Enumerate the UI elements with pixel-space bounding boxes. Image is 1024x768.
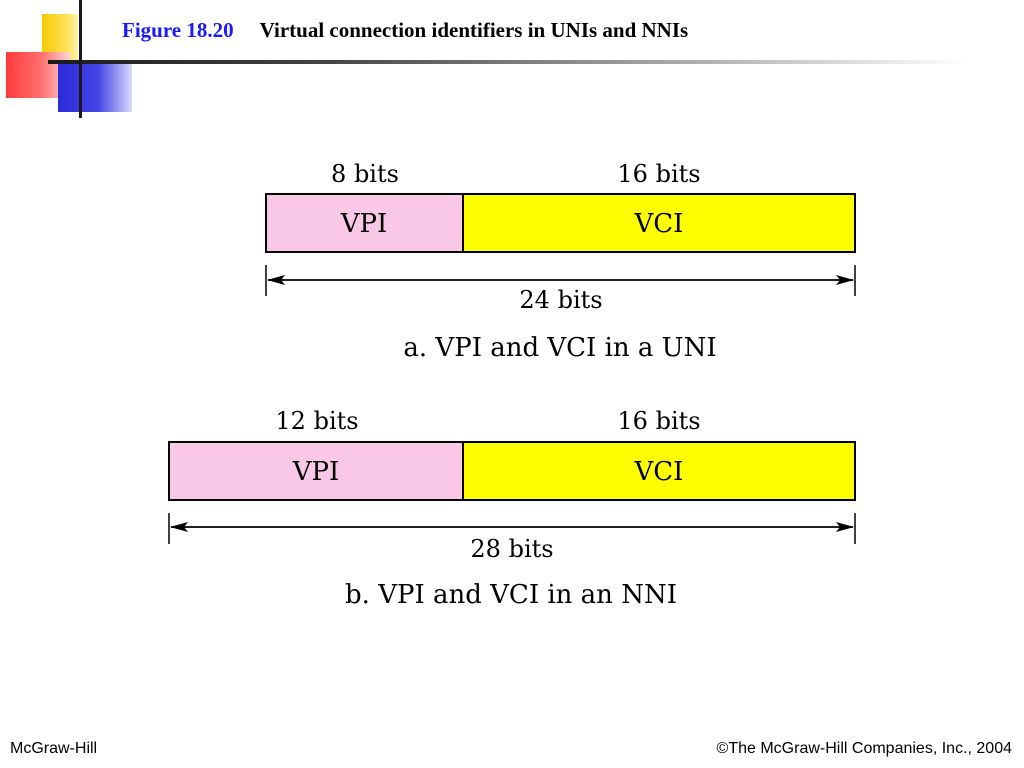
uni-caption: a. VPI and VCI in a UNI bbox=[403, 333, 716, 363]
logo-vertical-rule bbox=[79, 0, 82, 118]
nni-vpi-label: VPI bbox=[292, 457, 340, 487]
nni-total-bits: 28 bits bbox=[470, 535, 553, 563]
uni-vpi-label: VPI bbox=[340, 209, 388, 239]
uni-total-bits: 24 bits bbox=[519, 286, 602, 314]
nni-vci-field bbox=[462, 441, 856, 501]
nni-caption: b. VPI and VCI in an NNI bbox=[345, 580, 677, 610]
slide-title: Figure 18.20 Virtual connection identifie… bbox=[122, 18, 688, 43]
footer-publisher: McGraw-Hill bbox=[10, 740, 98, 757]
uni-vci-label: VCI bbox=[634, 209, 684, 239]
nni-vci-label: VCI bbox=[634, 457, 684, 487]
uni-vci-bits: 16 bits bbox=[617, 160, 700, 188]
footer-copyright: ©The McGraw-Hill Companies, Inc., 2004 bbox=[716, 740, 1012, 757]
uni-diagram: 8 bits 16 bits VPI VCI 24 bits a. VPI an… bbox=[265, 160, 856, 363]
header-rule bbox=[48, 60, 968, 64]
figure-title: Virtual connection identifiers in UNIs a… bbox=[259, 18, 689, 42]
uni-vci-field bbox=[462, 193, 856, 253]
nni-vci-bits: 16 bits bbox=[617, 407, 700, 435]
nni-vpi-bits: 12 bits bbox=[275, 407, 358, 435]
nni-vpi-field bbox=[168, 441, 464, 501]
logo-blue-square bbox=[58, 62, 132, 112]
uni-vpi-field bbox=[265, 193, 464, 253]
figure-number: Figure 18.20 bbox=[122, 18, 234, 42]
nni-diagram: 12 bits 16 bits VPI VCI 28 bits b. VPI a… bbox=[168, 407, 856, 610]
uni-vpi-bits: 8 bits bbox=[331, 160, 399, 188]
